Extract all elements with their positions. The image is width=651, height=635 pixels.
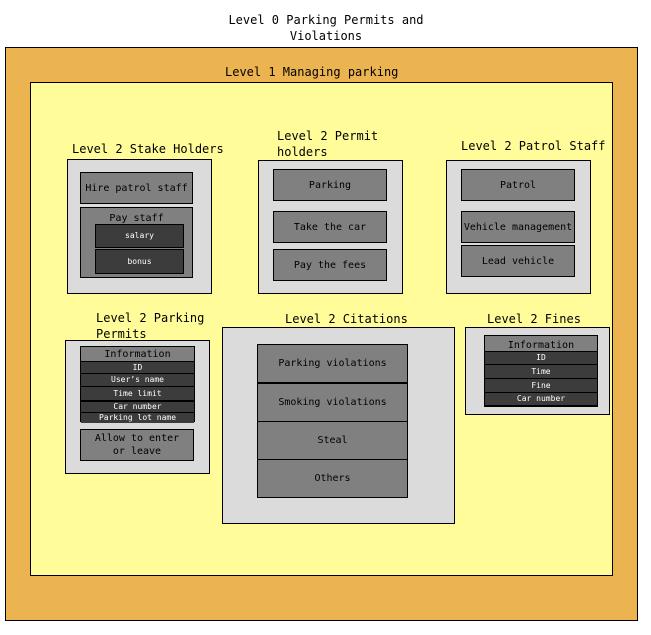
patrol-button[interactable]: Patrol [461, 169, 575, 201]
fines-field-id: ID [485, 351, 597, 365]
patrol-staff-title: Level 2 Patrol Staff [461, 139, 606, 153]
fines-field-time: Time [485, 365, 597, 379]
allow-enter-leave-button[interactable]: Allow to enter or leave [80, 429, 194, 461]
bonus-item[interactable]: bonus [95, 249, 184, 274]
fines-information-box[interactable]: Information ID Time Fine Car number [484, 335, 598, 407]
permit-field-car-number: Car number [81, 401, 194, 413]
pay-staff-label: Pay staff [109, 213, 164, 224]
vehicle-management-button[interactable]: Vehicle management [461, 211, 575, 243]
permit-field-time-limit: Time limit [81, 387, 194, 401]
permit-information-label: Information [104, 349, 171, 360]
pay-the-fees-button[interactable]: Pay the fees [273, 249, 387, 281]
permit-field-id: ID [81, 361, 194, 374]
smoking-violations-item[interactable]: Smoking violations [257, 383, 408, 422]
permit-field-parking-lot-name: Parking lot name [81, 413, 194, 423]
parking-button[interactable]: Parking [273, 169, 387, 201]
permit-holders-title: Level 2 Permit holders [277, 129, 379, 159]
permit-field-users-name: User’s name [81, 374, 194, 387]
citations-title: Level 2 Citations [285, 312, 408, 326]
fines-field-fine: Fine [485, 379, 597, 393]
others-item[interactable]: Others [257, 459, 408, 498]
stake-holders-title: Level 2 Stake Holders [72, 142, 224, 156]
fines-information-label: Information [507, 340, 575, 351]
salary-item[interactable]: salary [95, 224, 184, 248]
steal-item[interactable]: Steal [257, 421, 408, 460]
fines-field-car-number: Car number [485, 393, 597, 406]
parking-violations-item[interactable]: Parking violations [257, 344, 408, 383]
level0-title: Level 0 Parking Permits and Violations [228, 13, 424, 43]
parking-permits-title: Level 2 Parking Permits [96, 311, 205, 341]
permit-information-box[interactable]: Information ID User’s name Time limit Ca… [80, 346, 195, 423]
hire-patrol-staff-button[interactable]: Hire patrol staff [80, 172, 193, 204]
lead-vehicle-button[interactable]: Lead vehicle [461, 245, 575, 277]
fines-title: Level 2 Fines [487, 312, 581, 326]
take-the-car-button[interactable]: Take the car [273, 211, 387, 243]
